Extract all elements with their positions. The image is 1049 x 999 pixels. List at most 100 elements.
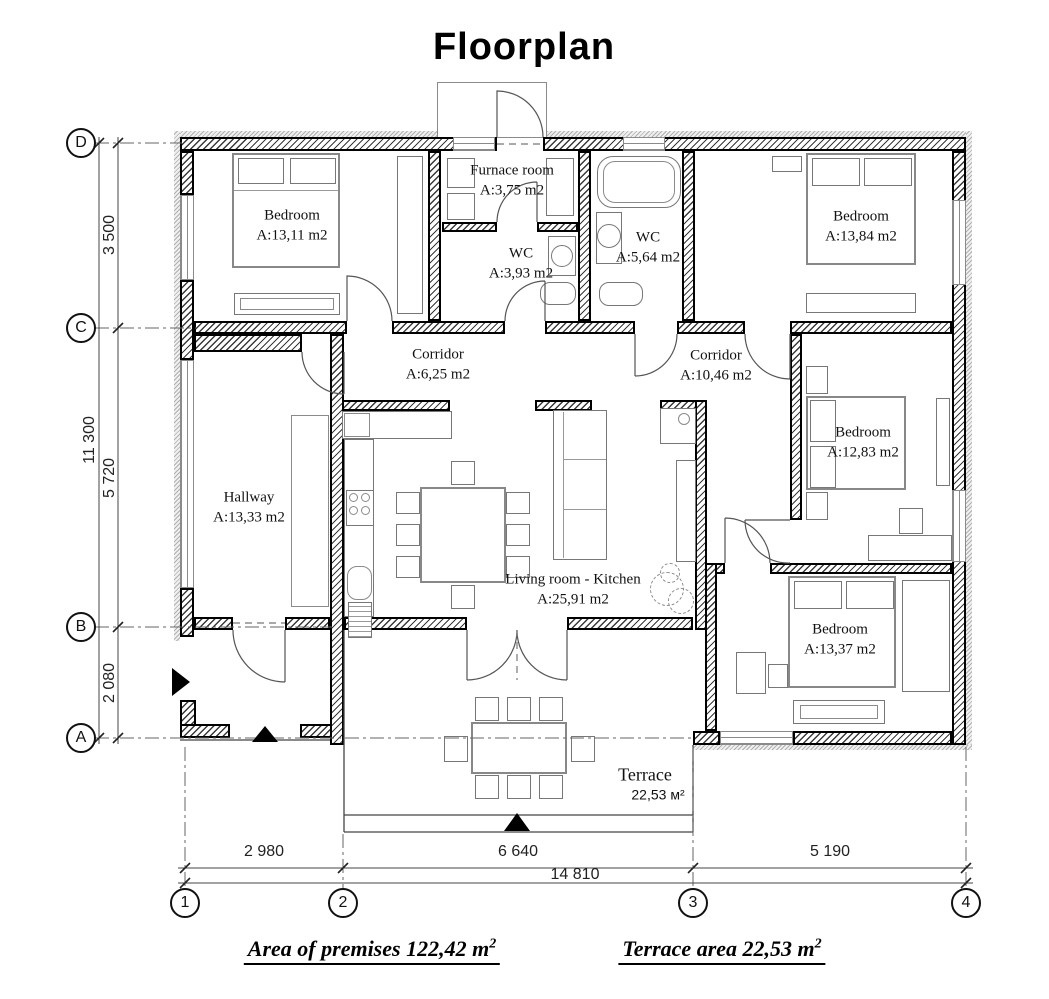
stove-burner-icon (361, 493, 370, 502)
chair-icon (396, 492, 420, 514)
grid-bubble-a: A (66, 723, 96, 753)
wall (194, 617, 233, 630)
wall (194, 334, 302, 352)
grid-bubble-4: 4 (951, 888, 981, 918)
dim-left-total: 11 300 (81, 416, 98, 464)
chair-icon (539, 775, 563, 799)
pillow-icon (290, 158, 336, 184)
wall (392, 321, 505, 334)
pillow-icon (238, 158, 284, 184)
dresser-icon (806, 293, 916, 313)
stove-burner-icon (349, 506, 358, 515)
dim-left-2: 5 720 (101, 457, 118, 499)
nightstand-icon (806, 492, 828, 520)
sofa-line (564, 509, 606, 510)
room-label-hallway: Hallway A:13,33 m2 (213, 489, 285, 526)
dim-bottom-1: 2 980 (243, 843, 285, 860)
grid-bubble-b: B (66, 612, 96, 642)
bathtub-icon (603, 161, 675, 203)
chair-icon (451, 585, 475, 609)
wall (342, 400, 450, 411)
washbasin-icon (551, 245, 573, 267)
appliance-icon (447, 193, 475, 220)
chair-icon (539, 697, 563, 721)
wall (705, 563, 717, 731)
chair-icon (396, 556, 420, 578)
desk-icon (868, 535, 952, 561)
wardrobe-icon (397, 156, 423, 314)
stool-icon (899, 508, 923, 534)
room-label-bedroom-4: Bedroom A:13,37 m2 (804, 621, 876, 658)
insulation-strip (693, 745, 972, 750)
grid-bubble-2: 2 (328, 888, 358, 918)
wall (180, 151, 194, 195)
stool-icon (768, 664, 788, 688)
dim-bottom-2: 6 640 (497, 843, 539, 860)
chair-icon (507, 775, 531, 799)
wall (285, 617, 330, 630)
window (952, 200, 966, 285)
chair-icon (444, 736, 468, 762)
grid-bubble-3: 3 (678, 888, 708, 918)
grid-bubble-1: 1 (170, 888, 200, 918)
room-label-wc-2: WC A:5,64 m2 (615, 229, 681, 266)
appliance-icon (546, 158, 574, 216)
window (453, 137, 495, 151)
dim-bottom-3: 5 190 (809, 843, 851, 860)
kitchen-sink-icon (344, 413, 370, 437)
wall (693, 731, 720, 745)
stove-burner-icon (361, 506, 370, 515)
shelf-icon (936, 398, 950, 486)
sofa-line (563, 412, 564, 558)
dish-rack-icon (348, 602, 372, 638)
tv-cabinet-icon (676, 460, 696, 562)
boiler-icon (447, 158, 475, 188)
dresser-icon (800, 705, 878, 719)
room-label-bedroom-3: Bedroom A:12,83 m2 (827, 424, 899, 461)
washbasin-icon (597, 224, 621, 248)
wall (567, 617, 693, 630)
blanket-line (234, 190, 338, 191)
footer-terrace-area: Terrace area 22,53 m2 (618, 936, 826, 965)
terrace-table-icon (471, 722, 567, 774)
chair-icon (451, 461, 475, 485)
dim-left-1: 3 500 (101, 214, 118, 256)
room-label-bedroom-1: Bedroom A:13,11 m2 (256, 207, 328, 244)
pillow-icon (794, 581, 842, 609)
wall (330, 334, 344, 745)
room-label-corridor-2: Corridor A:10,46 m2 (680, 347, 752, 384)
corner-unit-icon (660, 408, 696, 444)
window (180, 195, 194, 280)
sofa-line (564, 459, 606, 460)
closet-icon (291, 415, 329, 607)
toilet-icon (599, 282, 643, 306)
insulation-strip (175, 131, 971, 137)
room-label-living-kitchen: Living room - Kitchen A:25,91 m2 (505, 571, 641, 608)
wall (793, 731, 952, 745)
wall (682, 151, 695, 321)
chair-icon (506, 556, 530, 578)
page-title: Floorplan (432, 26, 616, 68)
stove-burner-icon (349, 493, 358, 502)
dim-bottom-total: 14 810 (550, 866, 600, 883)
sink-icon (347, 566, 372, 600)
grid-bubble-d: D (66, 128, 96, 158)
shelf-icon (772, 156, 802, 172)
plant-icon (660, 563, 680, 583)
top-porch (437, 82, 547, 138)
wall (790, 321, 952, 334)
chair-icon (506, 492, 530, 514)
wall (537, 222, 578, 232)
room-label-corridor-1: Corridor A:6,25 m2 (405, 346, 471, 383)
wall (180, 280, 194, 360)
dining-table-icon (420, 487, 506, 583)
wall (344, 617, 467, 630)
window (720, 731, 793, 745)
sofa-icon (553, 410, 607, 560)
pillow-icon (846, 581, 894, 609)
chair-icon (396, 524, 420, 546)
desk-icon (736, 652, 766, 694)
wall (770, 563, 952, 574)
room-label-wc-1: WC A:3,93 m2 (488, 245, 554, 282)
